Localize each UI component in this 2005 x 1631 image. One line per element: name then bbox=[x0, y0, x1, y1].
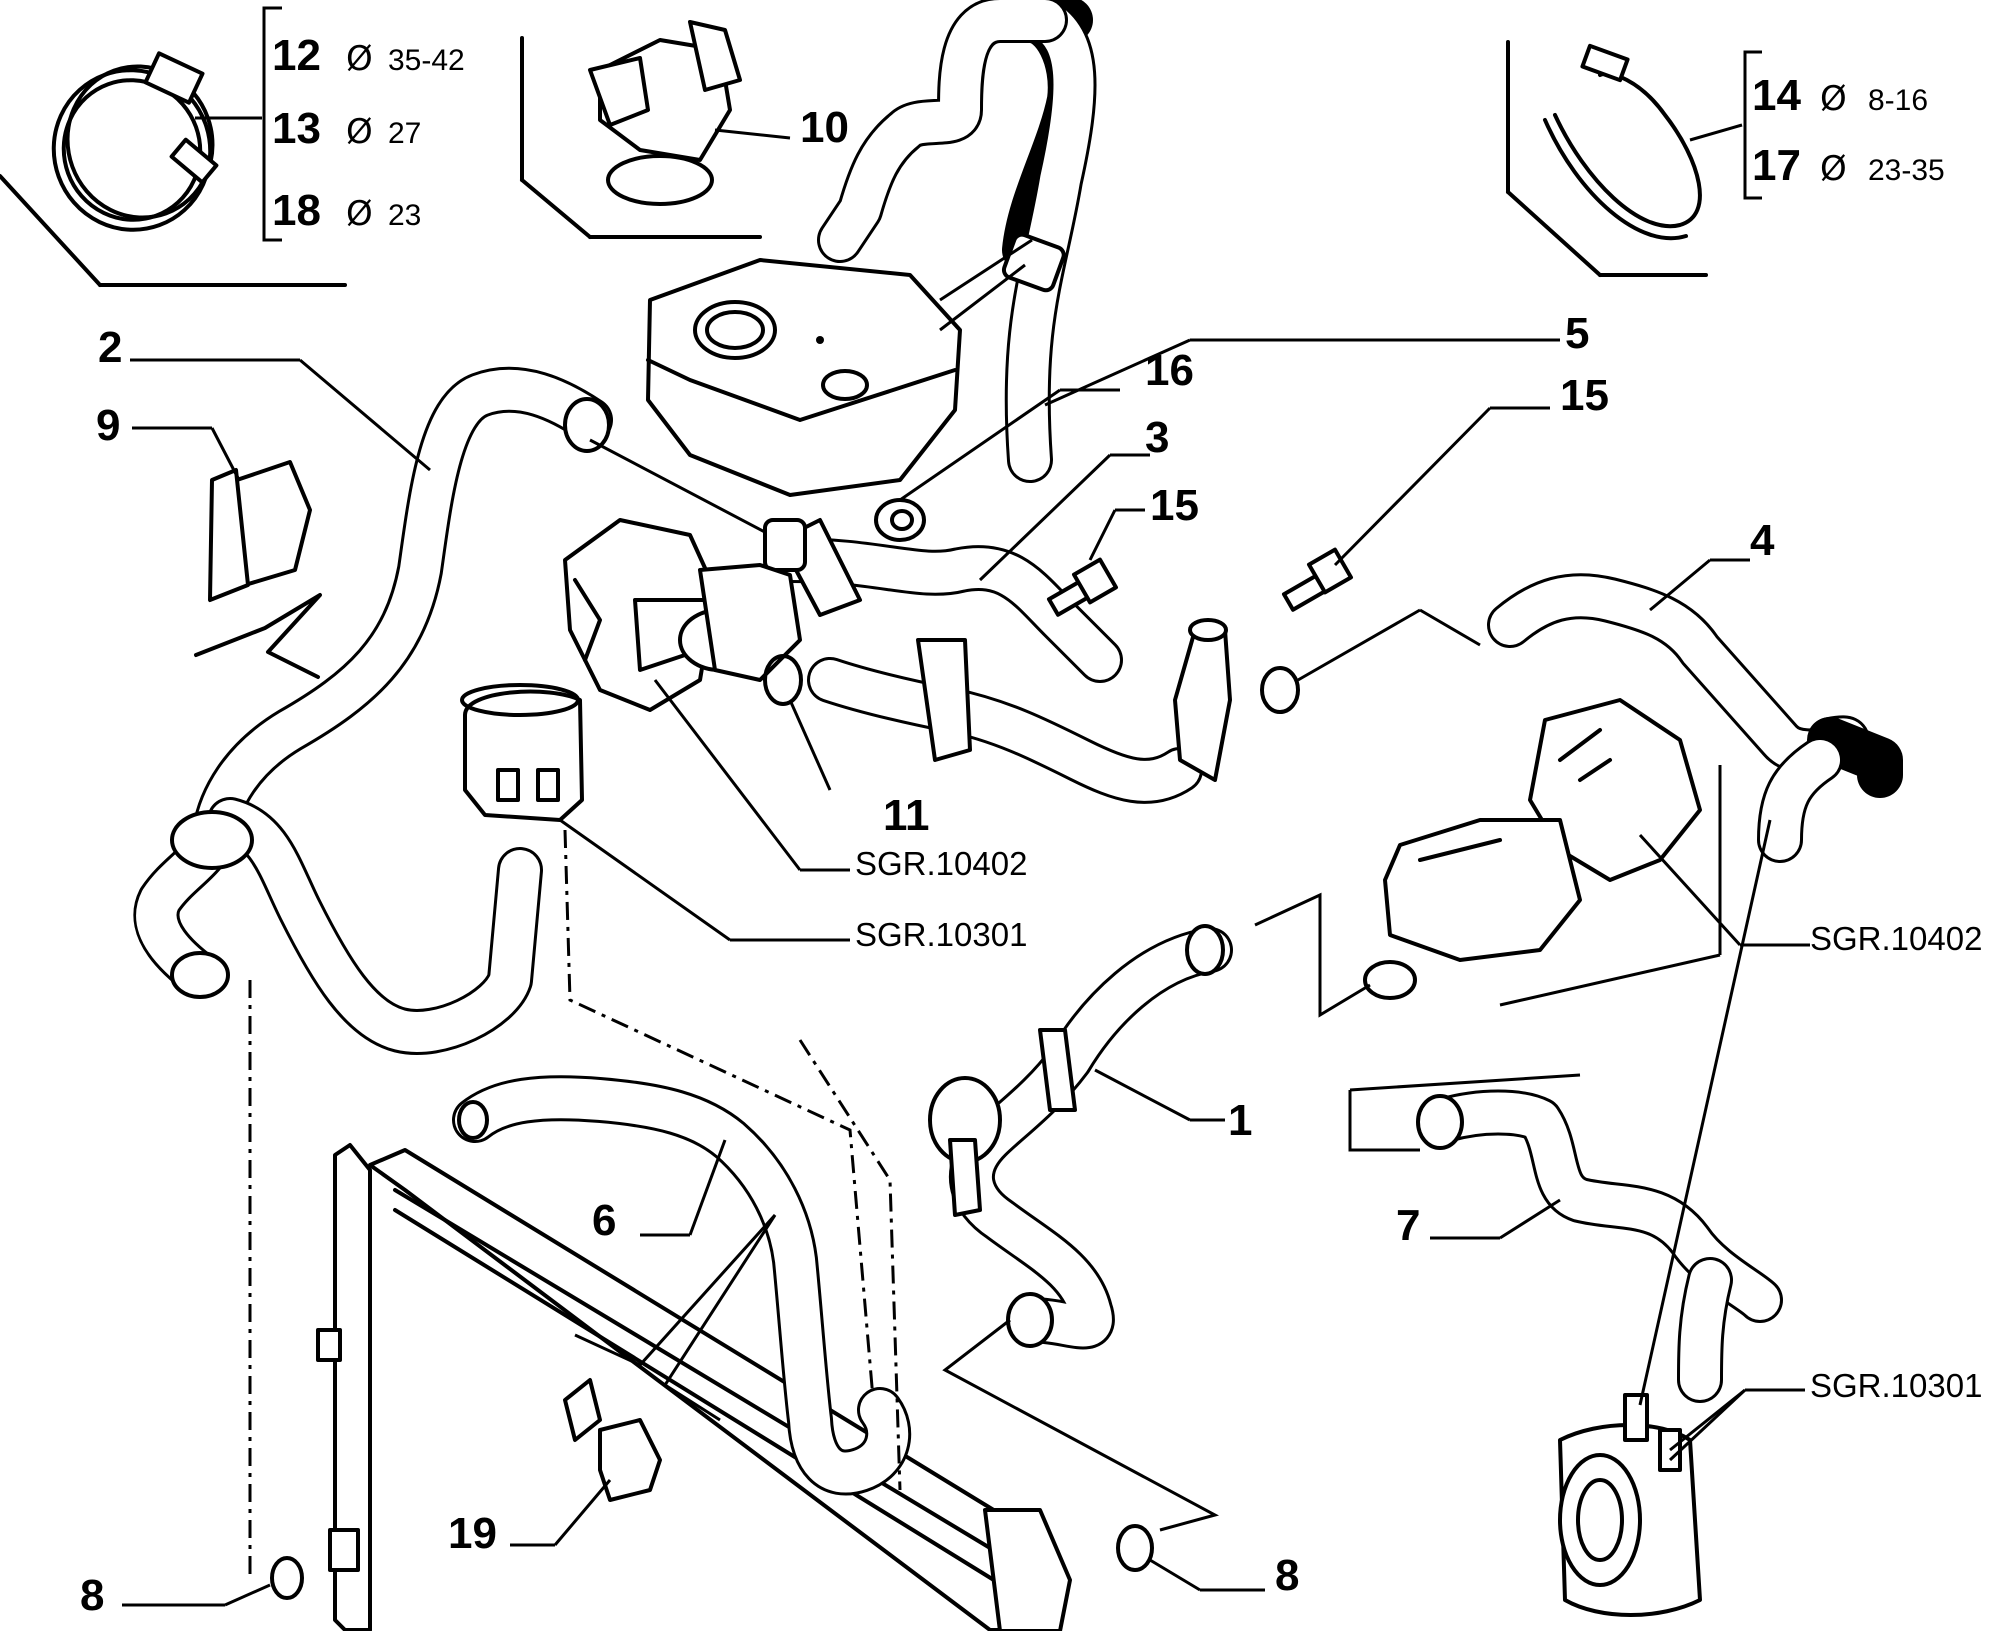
bracket-9: 9 bbox=[96, 401, 322, 679]
oil-filter-housing: SGR.10301 bbox=[460, 683, 1027, 1481]
spring-clamp-icon bbox=[51, 51, 219, 232]
expansion-tank bbox=[646, 258, 1026, 497]
hose-3: 3 bbox=[763, 413, 1203, 804]
oil-cooler: SGR.10301 bbox=[1558, 819, 1982, 1617]
water-pump-assembly: SGR.10402 bbox=[563, 518, 1027, 882]
part-16-label: 16 bbox=[1145, 346, 1194, 395]
hose-tee-connector bbox=[1173, 608, 1481, 782]
part-7-label: 7 bbox=[1396, 1201, 1420, 1250]
part-2-label: 2 bbox=[98, 323, 122, 372]
part-8-label-b: 8 bbox=[1275, 1551, 1299, 1600]
diameter-symbol: Ø bbox=[346, 194, 373, 234]
part-1-label: 1 bbox=[1228, 1096, 1252, 1145]
clamp-18-number: 18 bbox=[272, 186, 321, 235]
spacer-16: 16 bbox=[874, 346, 1194, 542]
thermostat-housing: SGR.10402 bbox=[1254, 698, 1982, 1018]
band-clamp-icon bbox=[1543, 43, 1702, 241]
part-8-label-a: 8 bbox=[80, 1571, 104, 1620]
clamp-12-number: 12 bbox=[272, 31, 321, 80]
ref-sgr-10301-filter: SGR.10301 bbox=[855, 916, 1027, 953]
part-10-label: 10 bbox=[800, 103, 849, 152]
ref-sgr-10301-cooler: SGR.10301 bbox=[1810, 1367, 1982, 1404]
clamp-17-size: 23-35 bbox=[1868, 154, 1945, 187]
part-9-label: 9 bbox=[96, 401, 120, 450]
part-19-label: 19 bbox=[448, 1509, 497, 1558]
clamp-13-number: 13 bbox=[272, 104, 321, 153]
part-15-label-b: 15 bbox=[1560, 371, 1609, 420]
hose-connector-10-icon bbox=[588, 20, 742, 206]
ref-sgr-10402-pump: SGR.10402 bbox=[855, 845, 1027, 882]
hose-2: 2 bbox=[98, 323, 781, 1055]
radiator bbox=[316, 1143, 1072, 1631]
clamp-17-number: 17 bbox=[1752, 141, 1801, 190]
bolt-15-right: 15 bbox=[1281, 371, 1609, 612]
inset-clamp-14-17: 14 Ø 8-16 17 Ø 23-35 bbox=[1506, 40, 1945, 277]
clamp-12-size: 35-42 bbox=[388, 44, 465, 77]
part-11-label: 11 bbox=[883, 791, 930, 840]
diameter-symbol: Ø bbox=[346, 112, 373, 152]
hose-7: 7 bbox=[1348, 1073, 1783, 1403]
ref-sgr-10402-right: SGR.10402 bbox=[1810, 920, 1982, 957]
diameter-symbol: Ø bbox=[346, 39, 373, 79]
diameter-symbol: Ø bbox=[1820, 149, 1847, 189]
clamp-18-size: 23 bbox=[388, 199, 421, 232]
part-5-label: 5 bbox=[1565, 309, 1589, 358]
hose-clips-19: 19 bbox=[448, 1378, 662, 1558]
part-3-label: 3 bbox=[1145, 413, 1169, 462]
part-6-label: 6 bbox=[592, 1196, 616, 1245]
clamp-13-size: 27 bbox=[388, 117, 421, 150]
hose-5: 5 bbox=[817, 0, 1589, 483]
clamp-14-size: 8-16 bbox=[1868, 84, 1928, 117]
inset-part-10: 10 bbox=[520, 20, 849, 239]
hose-1: 1 bbox=[928, 924, 1252, 1532]
bolts-15: 15 15 bbox=[1046, 371, 1609, 617]
part-15-label-a: 15 bbox=[1150, 481, 1199, 530]
part-4-label: 4 bbox=[1750, 516, 1775, 565]
hose-6: 6 bbox=[452, 1039, 912, 1496]
o-rings-8: 8 8 bbox=[80, 980, 1299, 1620]
clamp-14-number: 14 bbox=[1752, 71, 1801, 120]
o-ring-11: 11 bbox=[763, 654, 930, 840]
diameter-symbol: Ø bbox=[1820, 79, 1847, 119]
bolt-15-left: 15 bbox=[1046, 481, 1199, 617]
hose-4: 4 bbox=[1487, 516, 1903, 863]
inset-clamp-12-13-18: 12 Ø 35-42 13 Ø 27 18 Ø 23 bbox=[0, 6, 465, 287]
